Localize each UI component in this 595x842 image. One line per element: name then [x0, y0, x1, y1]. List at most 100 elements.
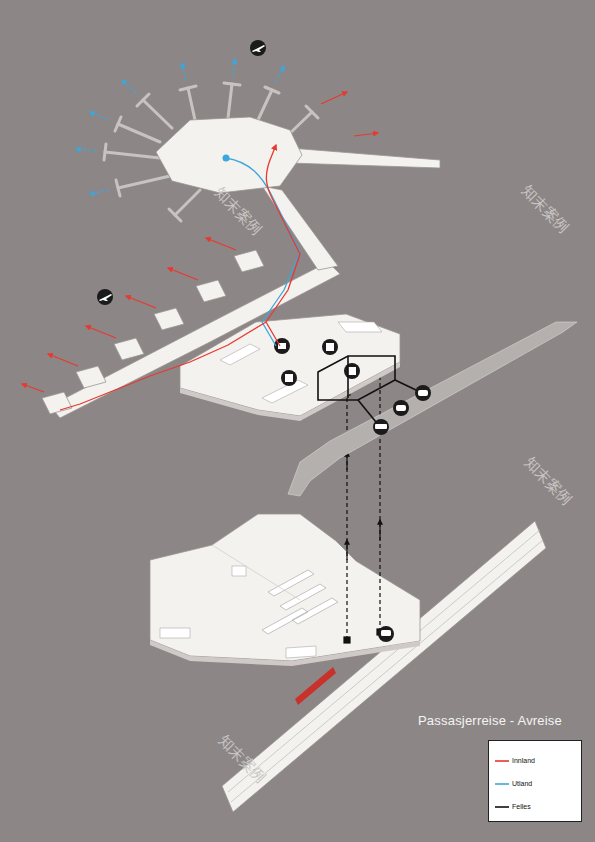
watermark: 知末案例: [520, 454, 576, 510]
legend-text: Felles: [512, 803, 531, 810]
legend-line-sample: [495, 781, 509, 787]
common-route: [318, 356, 395, 400]
legend-text: Innland: [512, 757, 535, 764]
pier-fingers: [143, 100, 172, 128]
pier-middle: [234, 250, 264, 272]
legend-line-sample: [495, 804, 509, 810]
gate-arrows: [22, 384, 44, 392]
plane-icon: [97, 289, 113, 305]
pier-middle: [154, 308, 184, 330]
terminal-building: [326, 343, 334, 351]
vertical-connection: [379, 520, 380, 540]
terminal-building: [180, 314, 400, 421]
pier-middle: [114, 338, 144, 360]
international-arrows: [233, 59, 235, 76]
terminal-building: [285, 374, 293, 382]
terminal-building: [281, 370, 297, 386]
pier-hub: [156, 117, 440, 193]
lower-hall: [150, 640, 420, 666]
vertical-connection: [344, 637, 350, 643]
routes: [223, 155, 230, 162]
pier-fingers: [118, 124, 160, 142]
common-route: [318, 356, 416, 422]
legend-box: InnlandUtlandFelles: [488, 740, 582, 822]
road: [396, 405, 406, 411]
pier-fingers: [137, 94, 149, 106]
domestic-arrows: [321, 92, 378, 136]
vertical-connection: [344, 364, 383, 643]
international-arrows: [76, 149, 96, 151]
pier-fingers: [265, 87, 279, 93]
road: [415, 385, 431, 401]
common-route: [395, 380, 416, 390]
watermark: 知末案例: [517, 182, 573, 238]
international-arrows: [90, 112, 108, 120]
pier-fingers: [175, 190, 200, 215]
legend-row: Utland: [495, 772, 575, 795]
pier-fingers: [115, 117, 121, 131]
lower-hall: [232, 566, 246, 576]
road: [393, 400, 409, 416]
legend-row: Innland: [495, 749, 575, 772]
gate-arrows: [206, 238, 236, 250]
pier-fingers: [104, 144, 106, 160]
vertical-connection: [346, 392, 347, 640]
international-arrows: [182, 63, 186, 80]
pier-fingers: [104, 83, 318, 221]
international-arrows: [76, 59, 284, 194]
plane-icon: [97, 40, 266, 305]
terminal-building: [220, 322, 382, 403]
diagram-title: Passasjerreise - Avreise: [418, 713, 562, 728]
pier-fingers: [228, 84, 232, 118]
pier-fingers: [258, 90, 272, 120]
pier-fingers: [306, 106, 318, 118]
pier-hub: [290, 148, 440, 168]
legend-text: Utland: [512, 780, 532, 787]
common-route: [358, 400, 376, 422]
pier-fingers: [180, 86, 196, 90]
plane-icon: [250, 40, 266, 56]
lower-hall: [212, 545, 300, 600]
routes: [60, 145, 300, 410]
plane-icon: [99, 294, 112, 301]
pier-fingers: [116, 180, 120, 196]
vertical-connection: [346, 452, 347, 470]
routes: [60, 322, 266, 410]
pier-fingers: [118, 176, 170, 188]
pier-fingers: [105, 152, 160, 158]
pier-middle: [76, 366, 106, 388]
pier-fingers: [224, 83, 240, 85]
international-arrows: [276, 66, 284, 82]
terminal-building: [322, 339, 338, 355]
pier-fingers: [169, 209, 181, 221]
gate-arrows: [168, 268, 198, 280]
legend-line: [495, 806, 509, 808]
gate-arrows: [126, 296, 156, 308]
lower-hall: [262, 570, 338, 634]
pier-fingers: [188, 88, 195, 120]
train-icon: [378, 626, 394, 642]
plane-icon: [252, 45, 265, 52]
train-icon: [381, 630, 391, 636]
domestic-arrows: [354, 133, 378, 136]
watermark: 知末案例: [210, 184, 266, 240]
road: [418, 390, 428, 396]
train-icon: [378, 626, 394, 642]
legend-line-sample: [495, 758, 509, 764]
international-arrows: [122, 80, 136, 93]
terminal-building: [348, 367, 356, 375]
vertical-connection: [379, 367, 380, 632]
domestic-arrows: [321, 92, 347, 104]
legend-line: [495, 760, 509, 762]
gate-arrows: [86, 326, 116, 338]
common-route: [347, 356, 349, 398]
terminal-building: [344, 363, 360, 379]
train: [295, 667, 336, 705]
legend-line: [495, 783, 509, 785]
road: [375, 424, 387, 429]
pier-middle: [42, 392, 72, 414]
pier-hub: [156, 117, 302, 193]
lower-hall: [160, 628, 316, 658]
vertical-connection: [346, 540, 347, 560]
pier-middle: [196, 280, 226, 302]
